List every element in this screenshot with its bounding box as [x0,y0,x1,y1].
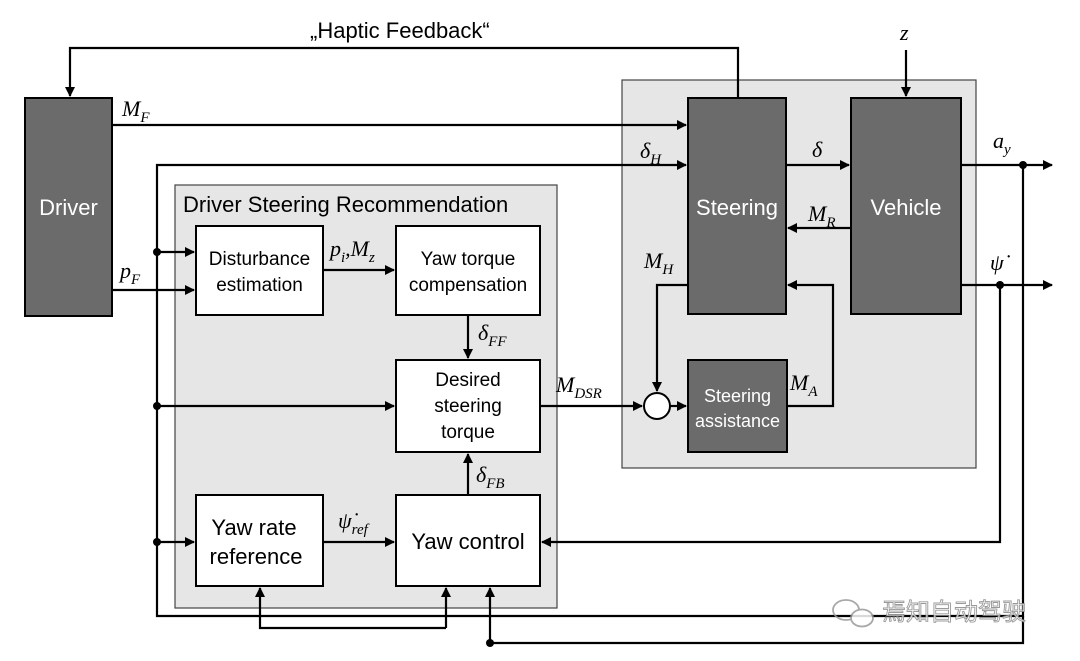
label-psidot: ψ̇ [990,250,1011,275]
watermark: 焉知自动驾驶 [832,598,1026,628]
desired-line-2: steering [434,396,502,417]
watermark-text: 焉知自动驾驶 [882,598,1026,626]
vehicle-block-label: Vehicle [871,195,942,220]
disturbance-line-2: estimation [216,275,303,296]
haptic-feedback-line [65,46,740,98]
yaw-torque-compensation-block: Yaw torque compensation [395,225,541,316]
label-delta: δ [812,137,823,162]
junction-dot [1019,161,1027,169]
label-ay: ay [993,128,1011,158]
summing-junction [643,392,671,420]
dsr-group-title: Driver Steering Recommendation [183,192,508,217]
label-pf: pF [118,258,141,288]
junction-dot [153,248,161,256]
label-mh: MH [643,248,674,278]
junction-dot [153,538,161,546]
disturbance-line-1: Disturbance [209,249,310,270]
desired-steering-torque-block: Desired steering torque [395,359,541,453]
yaw-control-label: Yaw control [411,529,524,554]
haptic-feedback-label: „Haptic Feedback“ [310,18,490,43]
disturbance-estimation-block: Disturbance estimation [195,225,324,316]
label-mr: MR [807,201,836,231]
steering-assistance-block: Steering assistance [687,359,788,453]
label-pi-mz: pi,Mz [328,236,375,266]
bottom-return-line [490,616,1025,645]
pf-bus [155,165,1025,618]
psidot-feedback-arrow [541,285,1002,547]
yaw-comp-line-2: compensation [409,275,527,296]
mh-arrow [652,283,688,392]
label-mf: MF [121,96,150,126]
yaw-rate-ref-line-2: reference [210,544,303,569]
vehicle-block: Vehicle [850,97,962,315]
steering-assistance-line-1: Steering [704,386,771,406]
yawref-bottom-loop [255,587,446,630]
junction-dot [153,402,161,410]
yaw-comp-line-1: Yaw torque [421,249,516,270]
driver-block: Driver [24,97,113,317]
steering-block: Steering [687,97,787,315]
label-z: z [899,20,909,45]
deltah-arrow [155,160,687,252]
yaw-rate-reference-block: Yaw rate reference [195,494,324,587]
label-deltah: δH [640,138,662,168]
label-ma: MA [789,370,818,400]
steering-assistance-line-2: assistance [695,411,780,431]
desired-line-3: torque [441,422,495,443]
junction-dot [486,639,494,647]
wechat-icon [832,599,874,628]
yaw-control-block: Yaw control [395,494,541,587]
steering-block-label: Steering [696,195,778,220]
desired-line-1: Desired [435,370,500,391]
label-mdsr: MDSR [555,372,602,402]
ma-arrow [787,280,835,408]
junction-dot [996,281,1004,289]
driver-block-label: Driver [39,195,98,220]
label-deltaff: δFF [478,320,507,350]
yaw-rate-ref-line-1: Yaw rate [211,515,296,540]
label-deltafb: δFB [476,462,505,492]
